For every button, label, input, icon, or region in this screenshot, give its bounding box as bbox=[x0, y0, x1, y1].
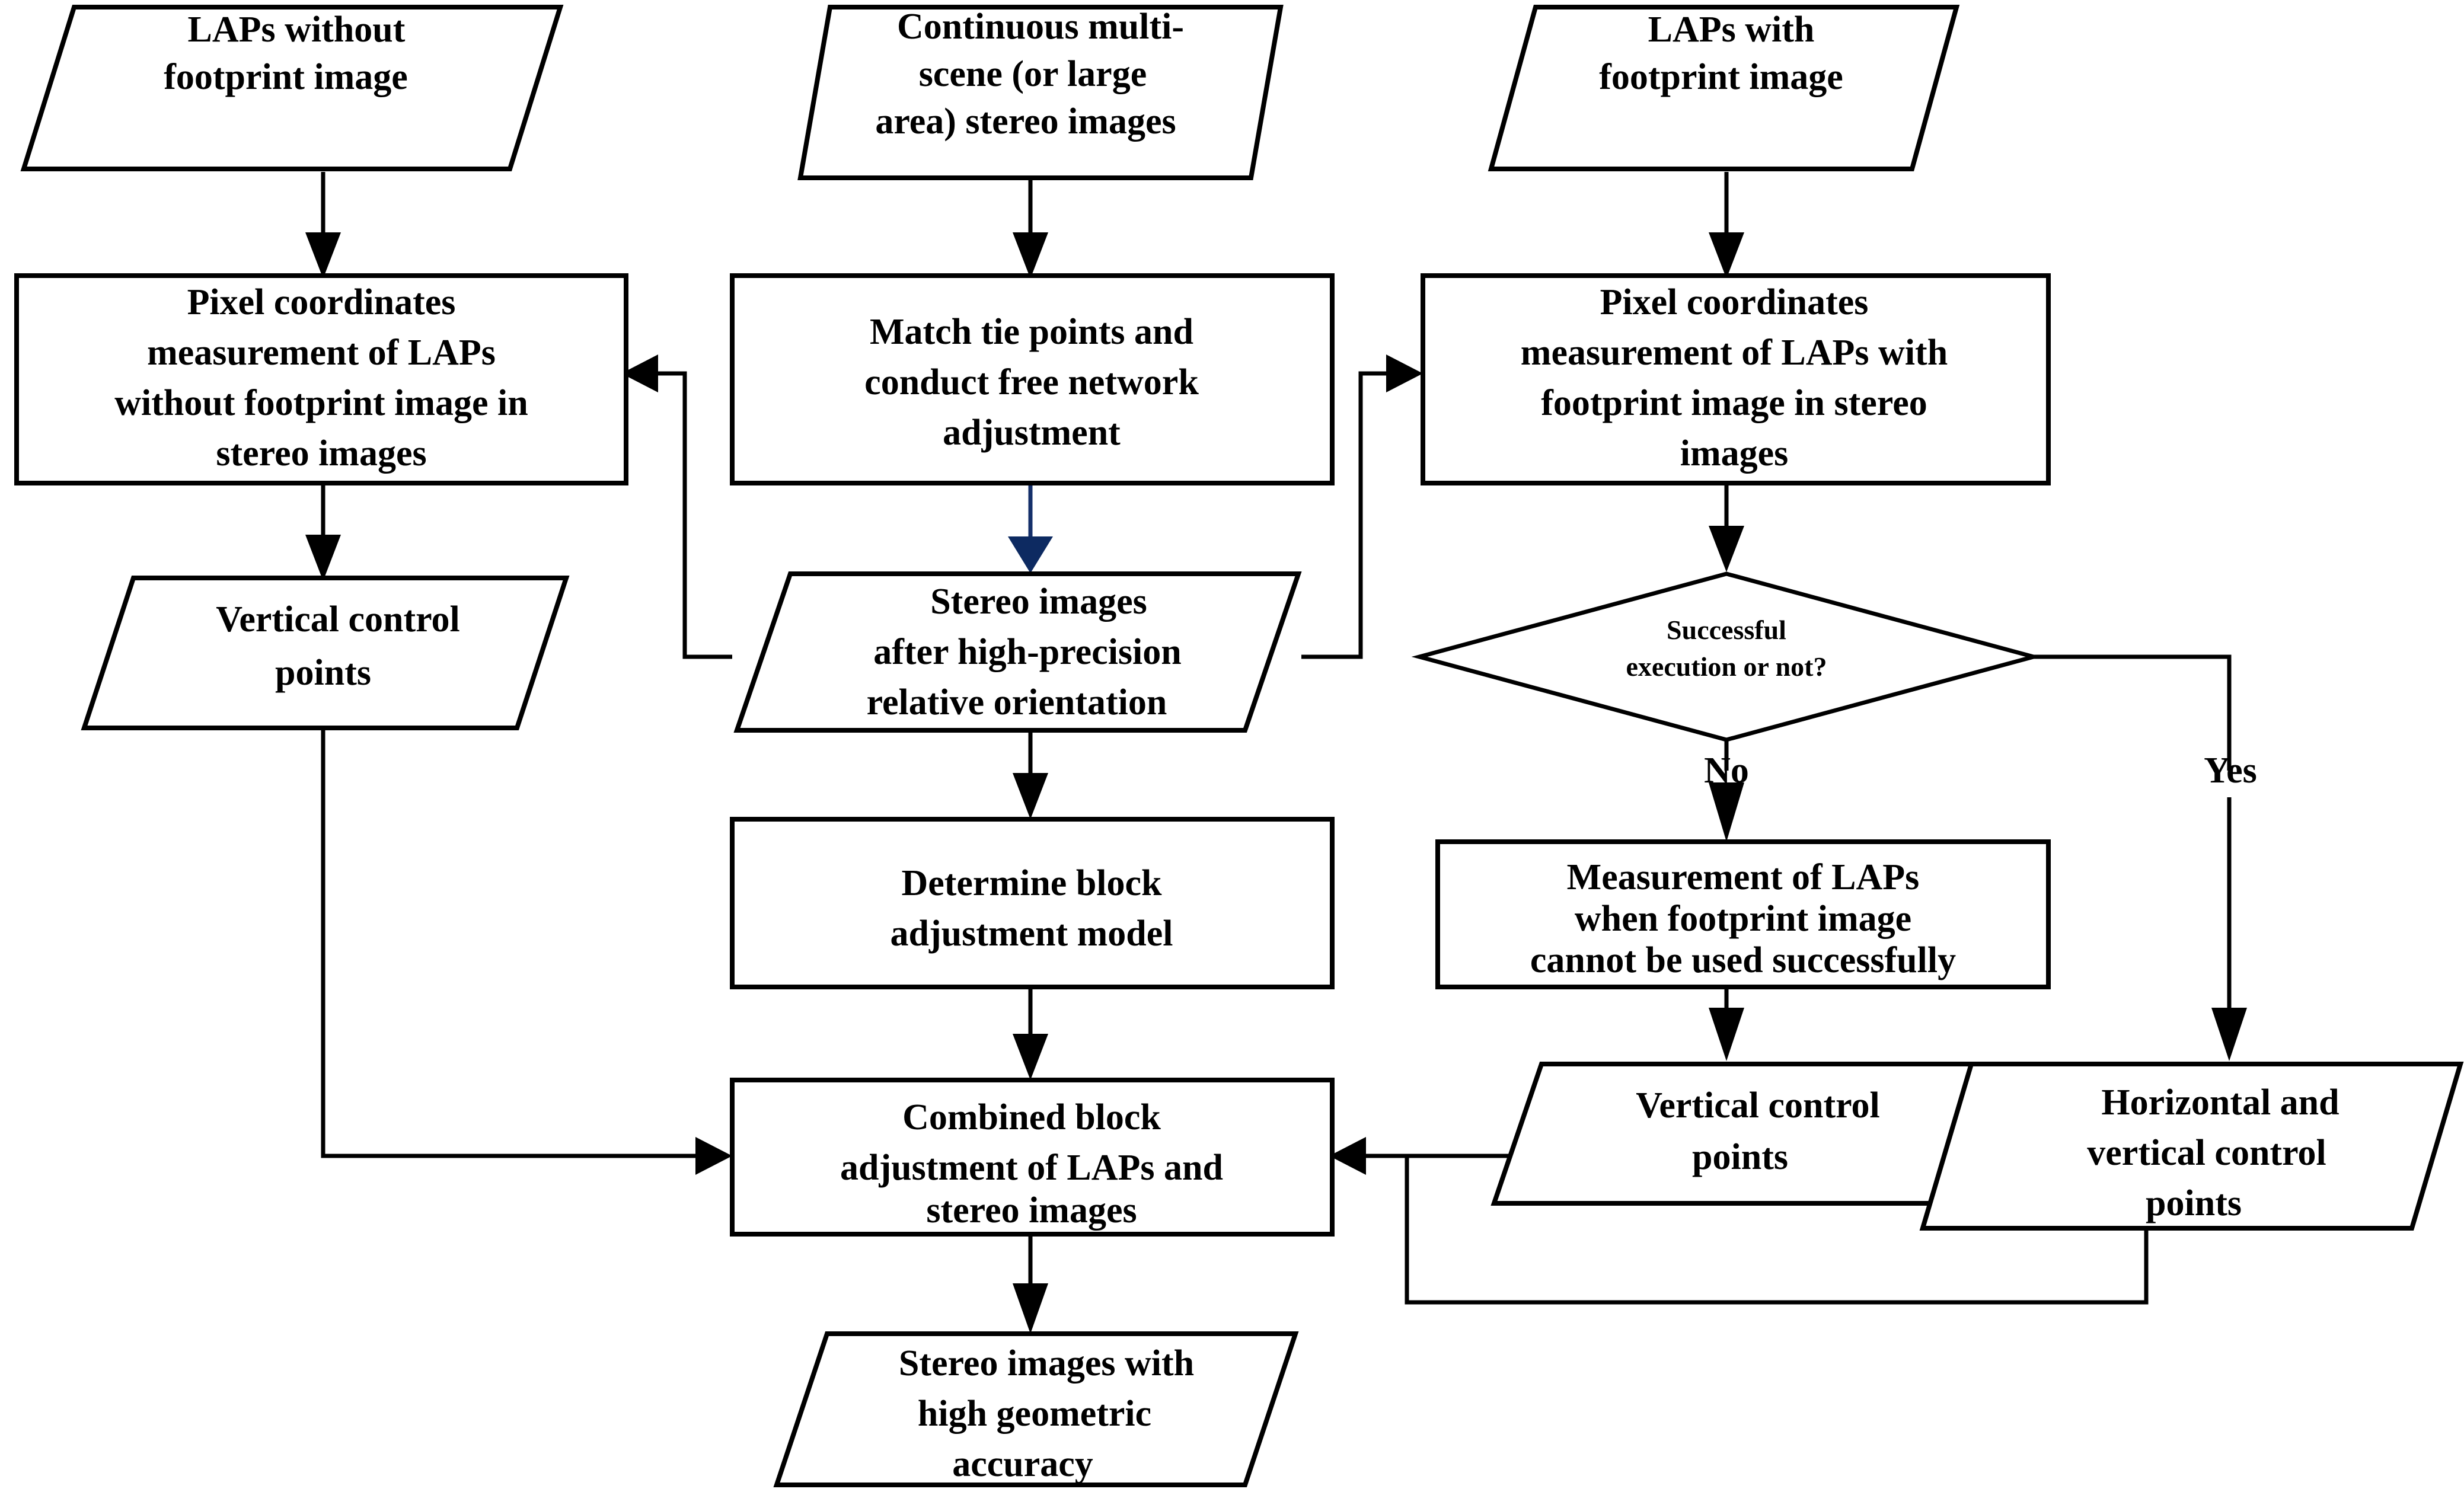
node-vertical-control-points-left[interactable]: Vertical control points bbox=[81, 576, 570, 730]
edge-matchtiepoints-to-stereoafterrelative bbox=[1008, 481, 1053, 573]
node-match-tie-points-free-network[interactable]: Match tie points and conduct free networ… bbox=[730, 273, 1335, 485]
edge-combinedblockadjustment-to-stereohighaccuracy bbox=[1013, 1233, 1048, 1334]
node-label-line: Vertical control bbox=[1636, 1085, 1880, 1126]
node-stereo-images-relative-orientation[interactable]: Stereo images after high-precision relat… bbox=[733, 571, 1302, 733]
node-label-line: accuracy bbox=[952, 1444, 1093, 1484]
node-label-line: Combined block bbox=[902, 1097, 1161, 1138]
node-label-line: measurement of LAPs bbox=[147, 333, 496, 373]
node-label-line: Stereo images bbox=[930, 582, 1147, 622]
node-label-line: images bbox=[1680, 433, 1789, 474]
node-combined-block-adjustment[interactable]: Combined block adjustment of LAPs and st… bbox=[730, 1078, 1335, 1237]
node-label-line: when footprint image bbox=[1575, 899, 1911, 939]
edge-stereoafterrelative-to-pixelcoordswith bbox=[1301, 354, 1423, 659]
node-label-line: adjustment of LAPs and bbox=[840, 1148, 1223, 1188]
node-label-line: scene (or large bbox=[919, 54, 1147, 94]
edge-successfulexecution-yes-to-horizontalverticalcontrol bbox=[1971, 654, 2247, 1061]
node-label-line: points bbox=[1692, 1137, 1788, 1177]
node-label-line: adjustment bbox=[943, 413, 1121, 453]
node-label-line: Pixel coordinates bbox=[187, 282, 456, 322]
node-label-line: cannot be used successfully bbox=[1530, 940, 1956, 980]
node-label-line: relative orientation bbox=[867, 682, 1167, 723]
node-label-line: footprint image in stereo bbox=[1541, 383, 1927, 423]
edge-stereoafterrelative-to-pixelcoordswithout bbox=[621, 354, 732, 659]
edge-measurementcannotuse-to-verticalcontrolright bbox=[1709, 987, 1744, 1061]
node-label-line: after high-precision bbox=[873, 632, 1182, 672]
node-label-line: conduct free network bbox=[864, 362, 1199, 402]
edge-continuousstereo-to-matchtiepoints bbox=[1013, 178, 1048, 279]
node-laps-with-footprint-image[interactable]: LAPs with footprint image bbox=[1488, 5, 1960, 171]
node-horizontal-vertical-control-points[interactable]: Horizontal and vertical control points bbox=[1919, 1062, 2464, 1231]
node-label-line: Vertical control bbox=[216, 599, 460, 640]
node-label-line: Horizontal and bbox=[2101, 1082, 2339, 1123]
node-stereo-images-high-geometric-accuracy[interactable]: Stereo images with high geometric accura… bbox=[773, 1331, 1299, 1487]
node-label-line: Successful bbox=[1667, 615, 1786, 645]
node-label-line: adjustment model bbox=[890, 913, 1173, 954]
node-label-line: stereo images bbox=[216, 433, 426, 474]
node-measurement-when-footprint-unusable[interactable]: Measurement of LAPs when footprint image… bbox=[1435, 839, 2051, 989]
node-label-line: execution or not? bbox=[1626, 651, 1827, 682]
edge-pixelcoordswith-to-successfulexecution bbox=[1709, 485, 1744, 572]
edge-determineblockmodel-to-combinedblockadjustment bbox=[1013, 987, 1048, 1080]
node-label-line: measurement of LAPs with bbox=[1521, 333, 1948, 373]
node-label-line: points bbox=[2146, 1183, 2242, 1223]
node-label-line: LAPs with bbox=[1648, 9, 1815, 50]
node-label-line: Determine block bbox=[901, 863, 1162, 903]
edge-verticalcontrolleft-to-combinedblockadjustment bbox=[321, 730, 732, 1175]
node-label-line: footprint image bbox=[164, 57, 408, 97]
node-laps-without-footprint-image[interactable]: LAPs without footprint image bbox=[20, 4, 564, 171]
edge-lapswith-to-pixelcoordswith bbox=[1709, 172, 1744, 279]
node-label-line: Pixel coordinates bbox=[1600, 282, 1869, 322]
edge-horizontalverticalcontrol-to-combinedblockadjustment bbox=[1405, 1156, 2149, 1305]
node-label-line: high geometric bbox=[918, 1394, 1151, 1434]
edge-lapswithout-to-pixelcoordswithout bbox=[305, 172, 341, 279]
edge-label-no: No bbox=[1704, 750, 1749, 791]
node-continuous-multiscene-stereo-images[interactable]: Continuous multi- scene (or large area) … bbox=[797, 4, 1284, 180]
edge-pixelcoordswithout-to-verticalcontrolleft bbox=[305, 485, 341, 581]
node-label-line: footprint image bbox=[1599, 57, 1843, 97]
node-pixel-coordinates-without-footprint[interactable]: Pixel coordinates measurement of LAPs wi… bbox=[14, 273, 628, 485]
node-label-line: Continuous multi- bbox=[897, 7, 1184, 47]
node-vertical-control-points-right[interactable]: Vertical control points bbox=[1490, 1062, 1997, 1206]
node-label-line: without footprint image in bbox=[114, 383, 528, 423]
node-label-line: Stereo images with bbox=[899, 1343, 1194, 1384]
node-determine-block-adjustment-model[interactable]: Determine block adjustment model bbox=[730, 817, 1335, 989]
node-successful-execution-decision[interactable]: Successful execution or not? bbox=[1411, 571, 2042, 742]
edge-label-yes: Yes bbox=[2204, 750, 2257, 791]
node-label-line: points bbox=[275, 653, 371, 693]
node-label-line: Measurement of LAPs bbox=[1567, 857, 1920, 897]
node-label-line: LAPs without bbox=[188, 9, 406, 50]
node-label-line: area) stereo images bbox=[875, 101, 1176, 142]
edge-stereoafterrelative-to-determineblockmodel bbox=[1013, 730, 1048, 819]
node-label-line: stereo images bbox=[926, 1190, 1137, 1231]
node-label-line: vertical control bbox=[2087, 1133, 2326, 1173]
node-pixel-coordinates-with-footprint[interactable]: Pixel coordinates measurement of LAPs wi… bbox=[1421, 273, 2051, 485]
node-label-line: Match tie points and bbox=[870, 312, 1193, 352]
